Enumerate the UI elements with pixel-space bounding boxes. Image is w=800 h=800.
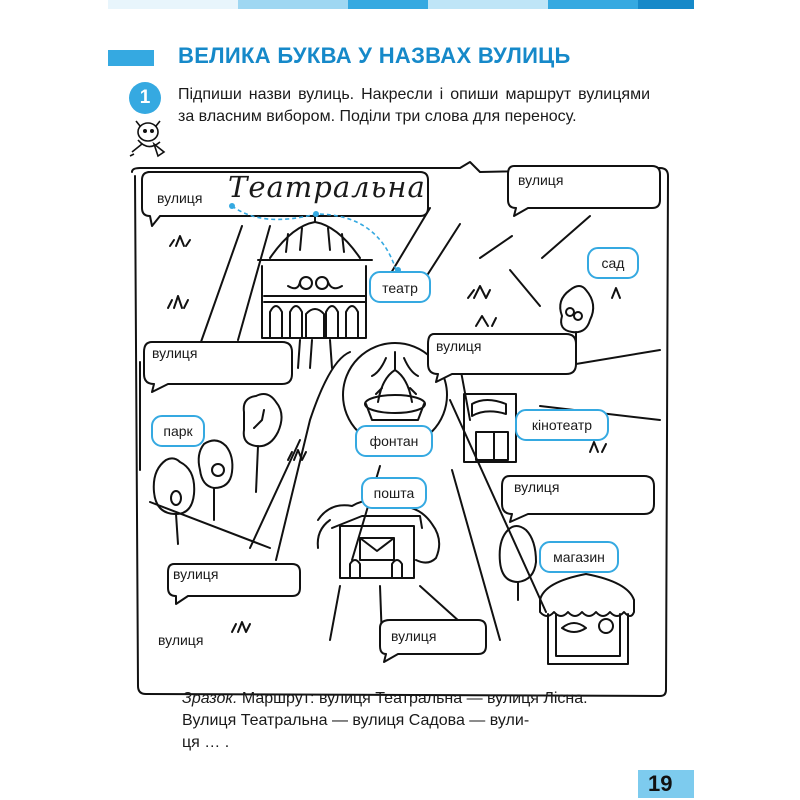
street-label: вулиця bbox=[514, 479, 560, 495]
street-label: вулиця bbox=[518, 172, 564, 188]
page-title: ВЕЛИКА БУКВА У НАЗВАХ ВУЛИЦЬ bbox=[178, 43, 571, 68]
sample-line: ця … . bbox=[182, 734, 230, 751]
place-label-theater: театр bbox=[382, 280, 418, 296]
writing-mascot-icon bbox=[129, 120, 166, 158]
sample-label: Зразок. bbox=[182, 690, 238, 707]
street-label: вулиця bbox=[158, 632, 204, 648]
page-number: 19 bbox=[648, 771, 673, 796]
handwritten-street-name: Театральна bbox=[228, 170, 426, 204]
street-label: вулиця bbox=[152, 345, 198, 361]
task-number-badge: 1 bbox=[129, 82, 161, 114]
header-decor-bar bbox=[108, 0, 694, 9]
street-label: вулиця bbox=[157, 190, 203, 206]
street-label: вулиця bbox=[173, 566, 219, 582]
street-label: вулиця bbox=[391, 628, 437, 644]
place-label-garden: сад bbox=[601, 255, 625, 271]
place-label-shop: магазин bbox=[553, 549, 605, 565]
page-number-box bbox=[638, 770, 694, 798]
task-instruction: Підпиши назви вулиць. Накресли і опиши м… bbox=[178, 86, 650, 125]
sample-line: Маршрут: вулиця Театральна — вулиця Лісн… bbox=[237, 690, 588, 707]
place-label-fountain: фонтан bbox=[369, 433, 419, 449]
place-label-park: парк bbox=[163, 423, 193, 439]
place-label-cinema: кінотеатр bbox=[531, 417, 593, 433]
sample-route-text: Зразок. Маршрут: вулиця Театральна — вул… bbox=[182, 688, 652, 754]
title-accent-bar bbox=[108, 50, 154, 66]
street-label: вулиця bbox=[436, 338, 482, 354]
place-label-post: пошта bbox=[373, 485, 415, 501]
sample-line: Вулиця Театральна — вулиця Садова — вули… bbox=[182, 712, 530, 729]
